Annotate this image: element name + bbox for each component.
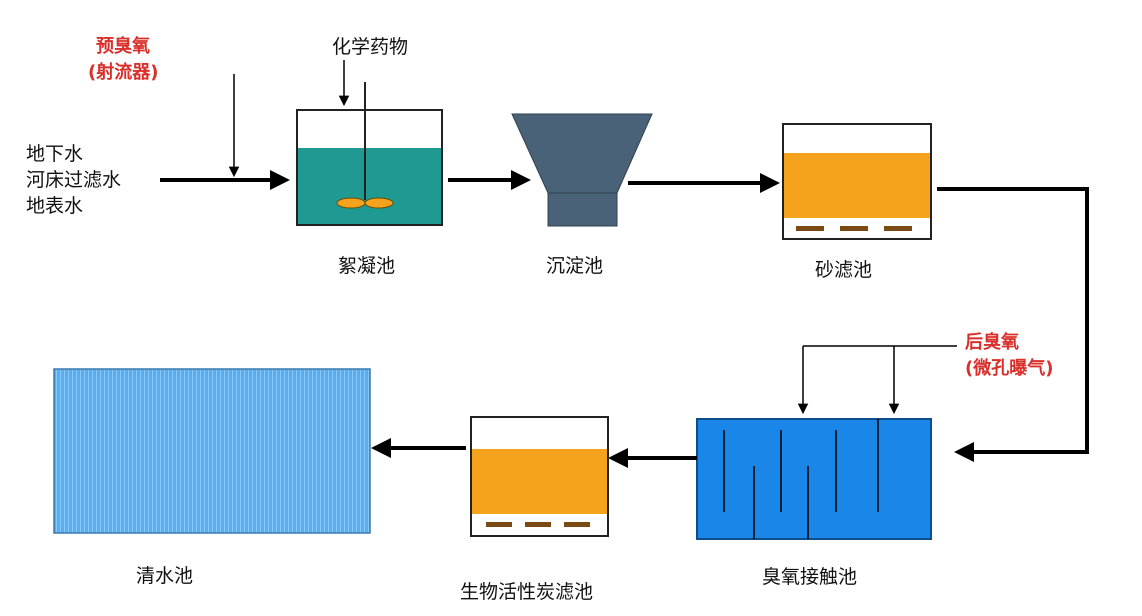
sedimentation-label: 沉淀池 (546, 255, 604, 277)
source-groundwater: 地下水 (26, 143, 84, 165)
pre-ozone-label: 预臭氧 (96, 36, 150, 57)
clear-water-tank (53, 368, 371, 534)
mixer-blade-right (364, 197, 394, 209)
source-surface-water: 地表水 (26, 195, 84, 217)
post-ozone-sublabel: (微孔曝气) (965, 358, 1054, 379)
post-ozone-label: 后臭氧 (965, 332, 1019, 353)
bac-filter-label: 生物活性炭滤池 (460, 581, 594, 603)
ozone-contact-label: 臭氧接触池 (762, 566, 858, 588)
drain-slot (525, 522, 551, 527)
flow-connector-sand-to-ozone (937, 187, 1089, 462)
drain-slot (796, 226, 824, 231)
sand-filter-tank (782, 123, 932, 240)
drain-slot (486, 522, 512, 527)
mixer-blade-left (336, 197, 366, 209)
flocculation-label: 絮凝池 (338, 255, 396, 277)
sedimentation-tank (511, 113, 653, 227)
sand-filter-label: 砂滤池 (815, 259, 873, 281)
bac-filter-tank (470, 416, 609, 537)
ozone-contact-tank (696, 418, 932, 540)
drain-slot (564, 522, 590, 527)
source-riverbank-water: 河床过滤水 (26, 169, 122, 191)
pre-ozone-sublabel: (射流器) (88, 62, 159, 83)
chemicals-label: 化学药物 (332, 36, 409, 58)
clear-water-label: 清水池 (136, 565, 194, 587)
post-ozone-lines (797, 345, 957, 415)
drain-slot (884, 226, 912, 231)
flocculation-tank (296, 82, 443, 226)
drain-slot (840, 226, 868, 231)
